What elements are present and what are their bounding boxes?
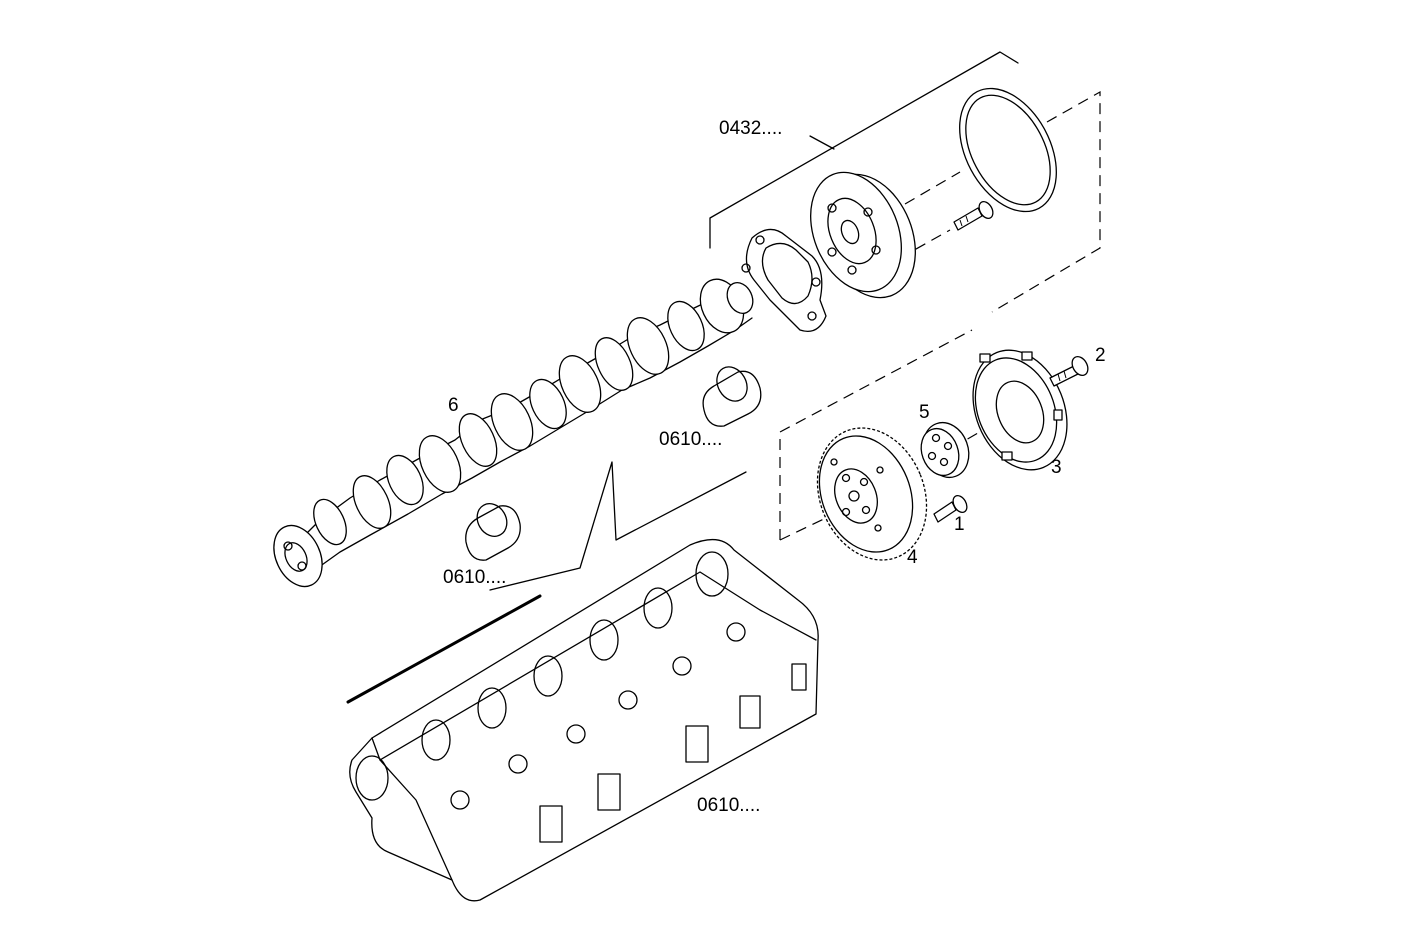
- label-bushing-upper: 0610....: [659, 429, 722, 450]
- leader-lines: [346, 461, 747, 704]
- label-flange-3: 3: [1051, 457, 1062, 478]
- label-bushing-lower: 0610....: [443, 567, 506, 588]
- label-screw-1: 1: [954, 514, 965, 535]
- bushing-lower: [465, 503, 521, 561]
- label-camshaft-6: 6: [448, 395, 459, 416]
- drive-gear: [816, 427, 928, 561]
- camshaft: [273, 278, 754, 588]
- screw-2: [1049, 356, 1089, 387]
- plate: [920, 421, 970, 479]
- cylinder-head: [349, 538, 819, 902]
- hub-flange: [810, 171, 916, 299]
- label-screw-2: 2: [1095, 345, 1106, 366]
- hub-bolt: [953, 200, 994, 231]
- label-cylinder-head: 0610....: [697, 795, 760, 816]
- label-0432: 0432....: [719, 118, 782, 139]
- label-plate-5: 5: [919, 402, 930, 423]
- bushing-upper: [702, 366, 762, 427]
- label-gear-4: 4: [907, 547, 918, 568]
- screw-1: [933, 494, 968, 523]
- o-ring: [959, 87, 1057, 213]
- flange: [972, 349, 1068, 471]
- gasket: [741, 228, 827, 333]
